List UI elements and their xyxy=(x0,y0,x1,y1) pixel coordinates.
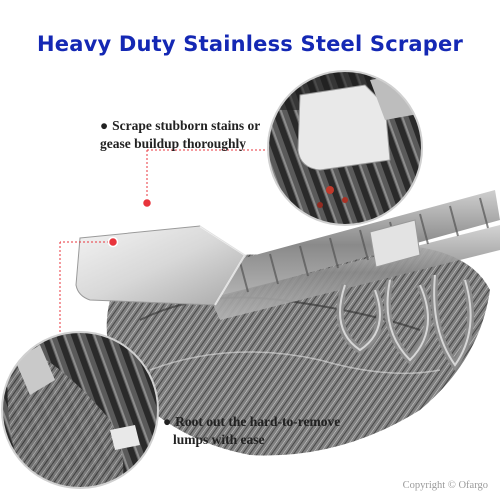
inset-top-closeup xyxy=(267,70,423,226)
callout-leaders xyxy=(59,149,268,332)
callout-top-line2: gease buildup thoroughly xyxy=(100,136,247,151)
copyright-text: Copyright © Ofargo xyxy=(402,480,488,491)
bullet-icon: ● xyxy=(100,118,109,133)
inset-bottom-closeup xyxy=(1,331,159,489)
marker-left xyxy=(107,236,119,248)
scraper-blade xyxy=(75,225,247,306)
callout-bottom-line2: lumps with ease xyxy=(173,432,265,447)
callout-top: ●Scrape stubborn stains or gease buildup… xyxy=(100,117,300,153)
callout-bottom: ●Root out the hard-to-remove lumps with … xyxy=(163,413,363,449)
twisted-wire-shaft xyxy=(200,190,500,372)
marker-top xyxy=(141,197,153,209)
callout-top-line1: Scrape stubborn stains or xyxy=(112,118,261,133)
bullet-icon: ● xyxy=(163,414,172,429)
callout-bottom-line1: Root out the hard-to-remove xyxy=(175,414,341,429)
page-title: Heavy Duty Stainless Steel Scraper xyxy=(36,32,464,56)
